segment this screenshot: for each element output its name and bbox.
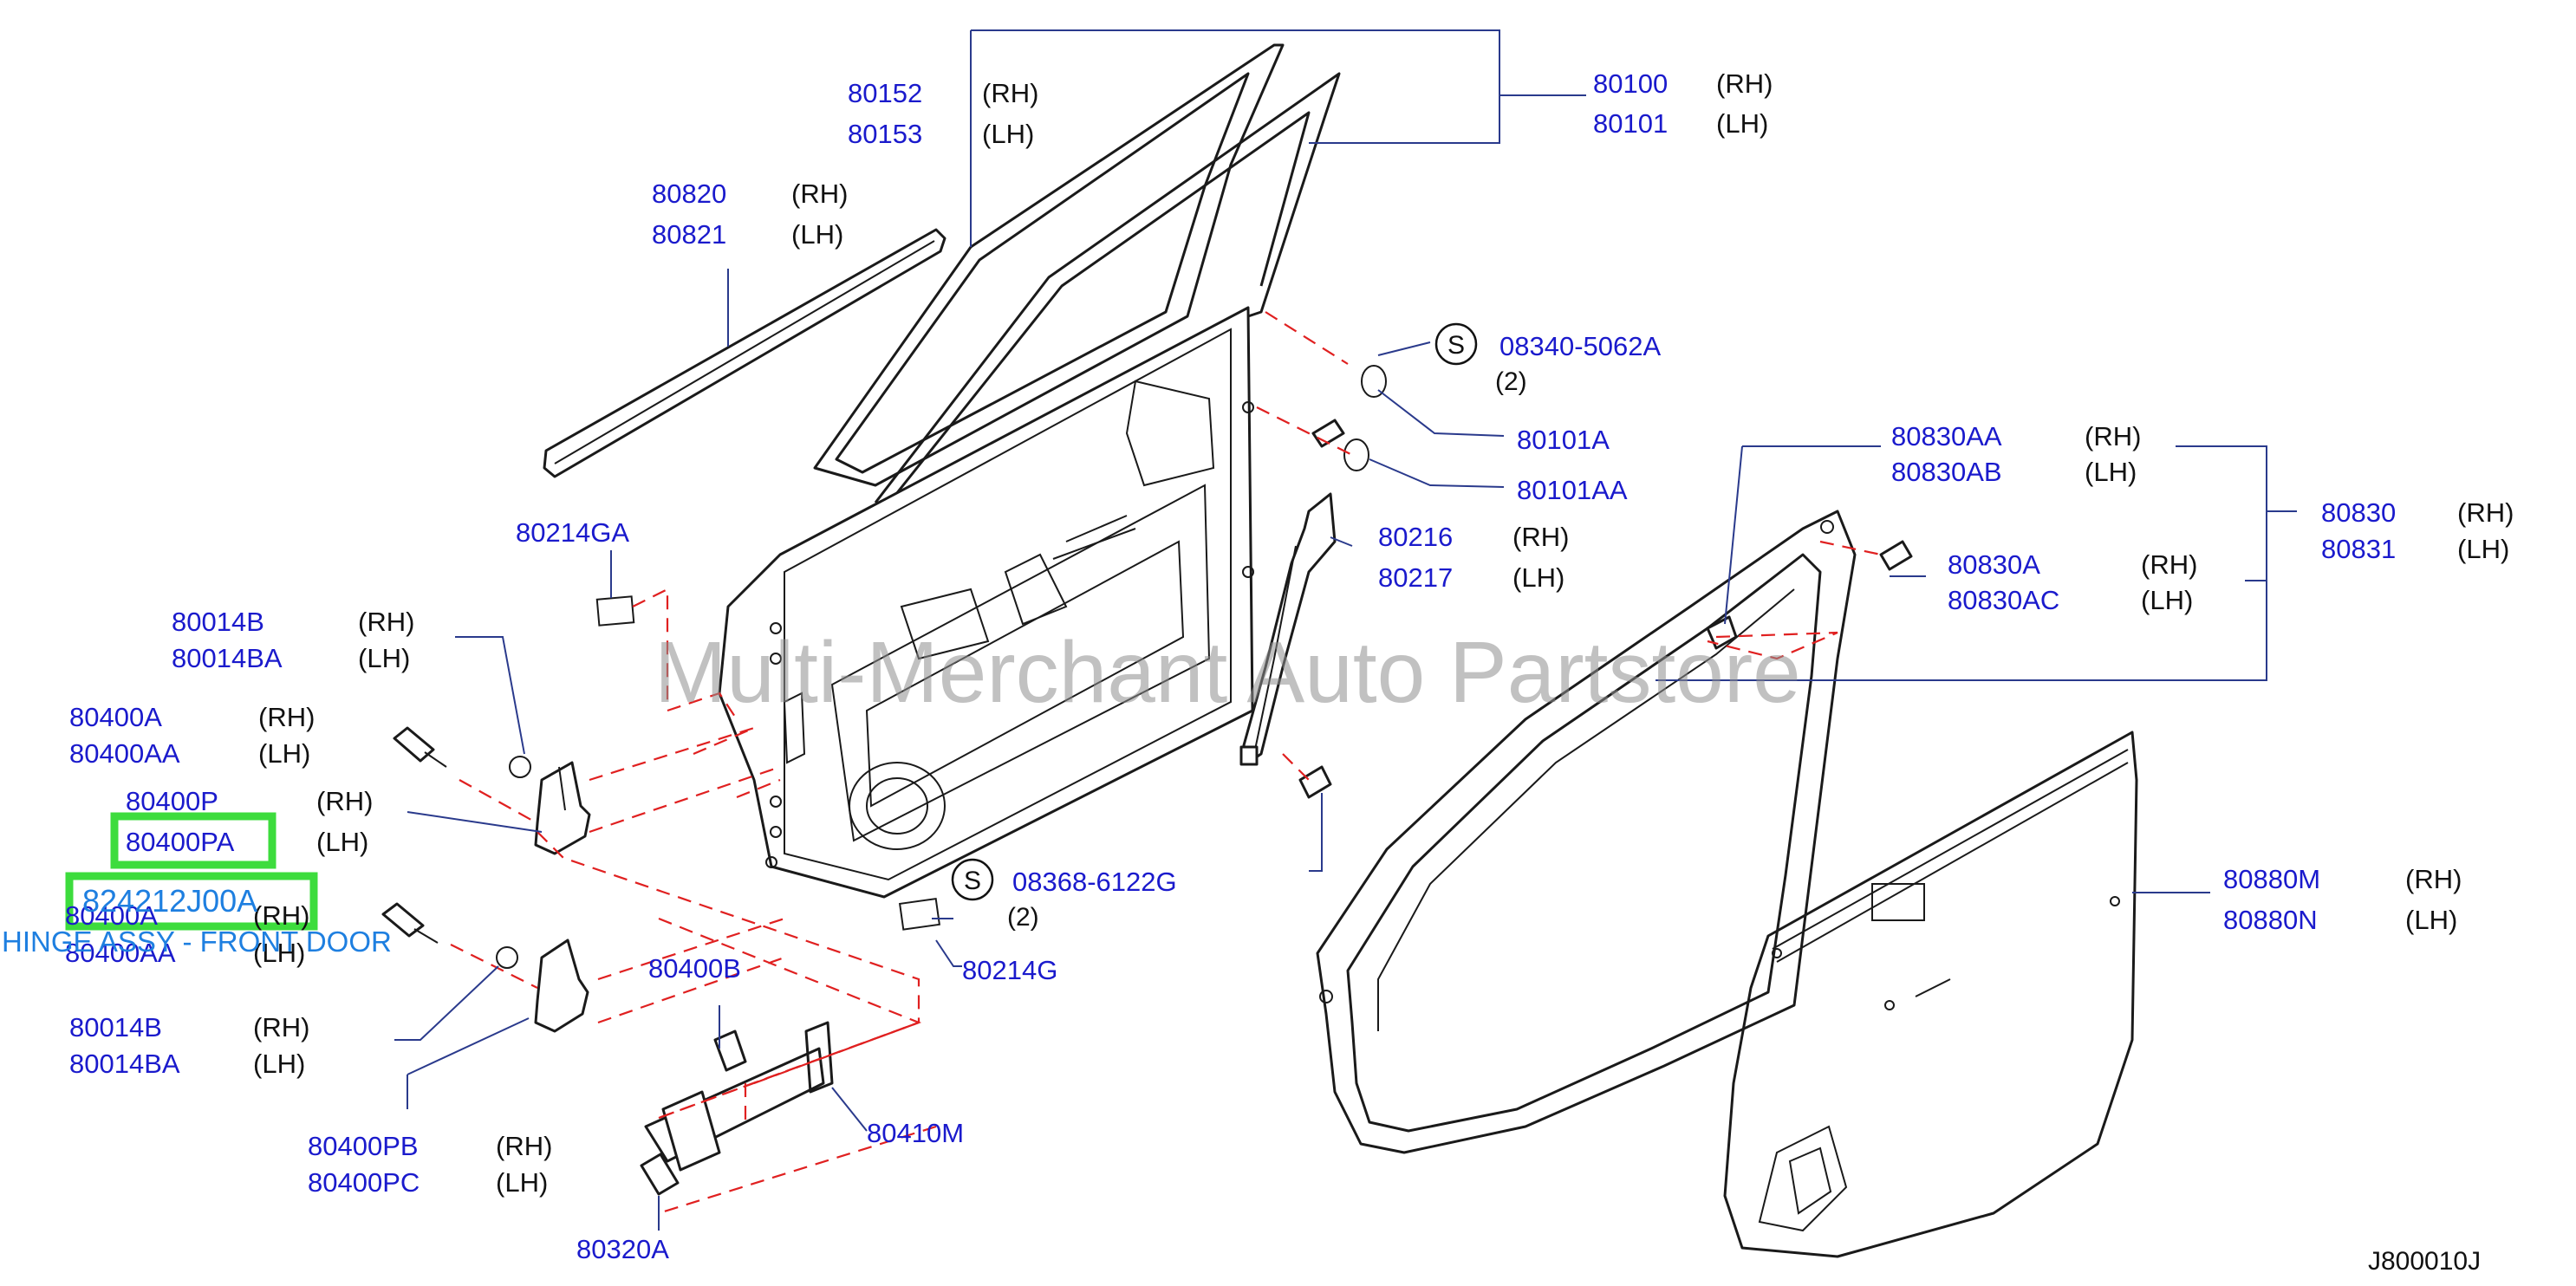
side-80400A: (RH): [258, 702, 315, 732]
part-80216[interactable]: 80216: [1378, 522, 1453, 552]
watermark: Multi-Merchant Auto Partstore: [654, 624, 1801, 721]
side-80153: (LH): [982, 119, 1034, 149]
side-80821: (LH): [791, 219, 843, 250]
part-labels: 80152 (RH) 80153 (LH) 80100 (RH) 80101 (…: [2, 68, 2514, 1276]
part-80410M[interactable]: 80410M: [867, 1118, 964, 1148]
part-824212J00A-highlighted[interactable]: 824212J00A: [82, 883, 257, 919]
part-80880M[interactable]: 80880M: [2223, 864, 2320, 894]
part-80214G[interactable]: 80214G: [962, 955, 1057, 985]
part-80014B[interactable]: 80014B: [172, 607, 264, 637]
side-80400AA-lower: (LH): [253, 938, 305, 968]
part-80831[interactable]: 80831: [2321, 534, 2396, 564]
side-80880M: (RH): [2405, 864, 2462, 894]
side-80830AC: (LH): [2141, 585, 2193, 615]
side-80014B: (RH): [358, 607, 414, 637]
grommet-80101A: [1361, 365, 1387, 398]
part-80014BA[interactable]: 80014BA: [172, 643, 283, 673]
part-80880N[interactable]: 80880N: [2223, 905, 2318, 935]
part-80400PB[interactable]: 80400PB: [308, 1131, 419, 1161]
side-80014BA-lower: (LH): [253, 1049, 305, 1079]
side-80830A: (RH): [2141, 549, 2197, 580]
part-80214GA[interactable]: 80214GA: [516, 517, 629, 548]
side-80400PB: (RH): [496, 1131, 552, 1161]
part-80830AB[interactable]: 80830AB: [1891, 457, 2002, 487]
hover-tooltip: HINGE ASSY - FRONT DOOR: [2, 926, 392, 958]
side-80014BA: (LH): [358, 643, 410, 673]
qty-08368-6122G: (2): [1007, 903, 1039, 932]
belt-moulding-drawing: [543, 228, 946, 478]
part-80152[interactable]: 80152: [848, 78, 922, 108]
weatherstrip-drawing: [1316, 510, 1857, 1154]
part-80830AA[interactable]: 80830AA: [1891, 421, 2002, 451]
side-80400AA: (LH): [258, 738, 310, 769]
part-80820[interactable]: 80820: [652, 179, 726, 209]
diagram-code: J800010J: [2368, 1247, 2481, 1276]
part-80830[interactable]: 80830: [2321, 497, 2396, 528]
side-80830AB: (LH): [2085, 457, 2137, 487]
side-80100: (RH): [1716, 68, 1773, 99]
part-80217[interactable]: 80217: [1378, 562, 1453, 593]
side-80830AA: (RH): [2085, 421, 2141, 451]
part-80014B-lower[interactable]: 80014B: [69, 1012, 162, 1042]
s-symbol-circle-2: [951, 858, 994, 901]
side-80880N: (LH): [2405, 905, 2457, 935]
part-80100[interactable]: 80100: [1593, 68, 1668, 99]
part-80830AC[interactable]: 80830AC: [1948, 585, 2059, 615]
s-symbol-circle-1: [1434, 322, 1478, 366]
sash-channel-drawing: [1239, 492, 1337, 766]
part-80400A-lower[interactable]: 80400A: [65, 900, 158, 931]
part-80400PA[interactable]: 80400PA: [126, 827, 235, 857]
door-sash-drawing: [813, 43, 1341, 503]
part-80101AA[interactable]: 80101AA: [1517, 475, 1628, 505]
part-80830A[interactable]: 80830A: [1948, 549, 2040, 580]
seal-80214G: [898, 897, 941, 931]
door-inner-panel-drawing: [718, 306, 1254, 899]
part-80400P[interactable]: 80400P: [126, 786, 218, 816]
part-80400AA-lower[interactable]: 80400AA: [65, 938, 176, 968]
side-80014B-lower: (RH): [253, 1012, 309, 1042]
grommet-80101AA: [1343, 438, 1369, 471]
side-80101: (LH): [1716, 108, 1768, 139]
part-80400AA[interactable]: 80400AA: [69, 738, 180, 769]
side-80400P: (RH): [316, 786, 373, 816]
seal-80214GA: [595, 595, 635, 627]
highlight-box-80400PA: [110, 812, 276, 869]
side-80217: (LH): [1512, 562, 1564, 593]
part-80153[interactable]: 80153: [848, 119, 922, 149]
side-80400PA: (LH): [316, 827, 368, 857]
part-80821[interactable]: 80821: [652, 219, 726, 250]
side-80400PC: (LH): [496, 1167, 548, 1198]
side-80830: (RH): [2457, 497, 2514, 528]
door-trim-drawing: [1723, 731, 2138, 1258]
side-80831: (LH): [2457, 534, 2509, 564]
part-08368-6122G[interactable]: 08368-6122G: [1012, 867, 1177, 897]
side-80400A-lower: (RH): [253, 900, 309, 931]
part-80101[interactable]: 80101: [1593, 108, 1668, 139]
highlight-box-824212J00A: [65, 872, 318, 931]
qty-08340-5062A: (2): [1495, 367, 1527, 396]
part-80400PC[interactable]: 80400PC: [308, 1167, 420, 1198]
side-80152: (RH): [982, 78, 1038, 108]
side-80820: (RH): [791, 179, 848, 209]
part-80320A[interactable]: 80320A: [576, 1234, 669, 1264]
part-80101A[interactable]: 80101A: [1517, 425, 1610, 455]
s-symbol-1: S: [1447, 331, 1465, 360]
s-symbol-2: S: [964, 867, 981, 895]
assembly-leaders: [450, 311, 1882, 1215]
part-80014BA-lower[interactable]: 80014BA: [69, 1049, 180, 1079]
callout-lines: [394, 29, 2297, 1231]
part-08340-5062A[interactable]: 08340-5062A: [1499, 331, 1661, 361]
side-80216: (RH): [1512, 522, 1569, 552]
part-80400A[interactable]: 80400A: [69, 702, 162, 732]
part-80400B[interactable]: 80400B: [648, 953, 741, 984]
